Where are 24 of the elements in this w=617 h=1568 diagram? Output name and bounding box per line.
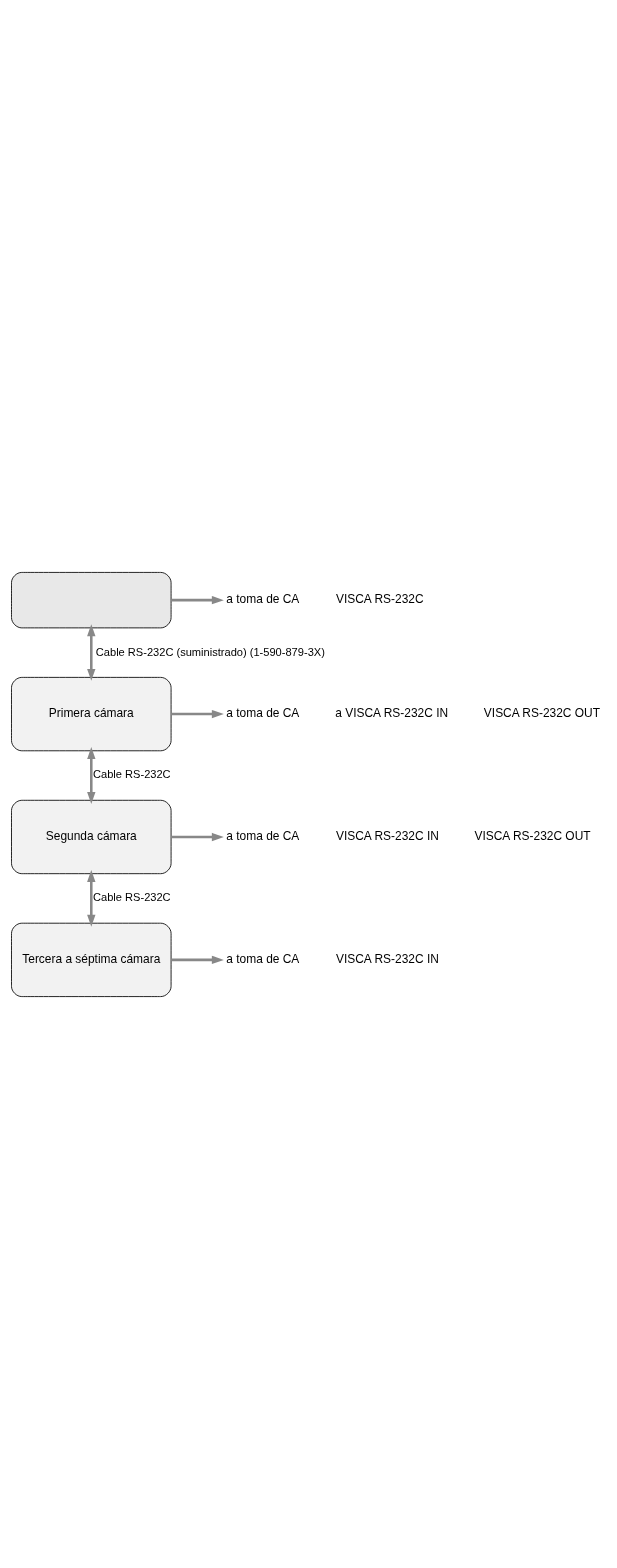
label: VISCA RS-232C IN bbox=[336, 951, 439, 966]
arrow bbox=[171, 709, 224, 718]
node-text: a toma de CA bbox=[226, 591, 300, 606]
label: a VISCA RS-232C IN bbox=[335, 705, 449, 720]
arrow bbox=[171, 832, 224, 841]
arrow bbox=[171, 955, 224, 964]
node-text: a toma de CA bbox=[226, 705, 300, 720]
arrow bbox=[87, 869, 96, 927]
label: VISCA RS-232C OUT bbox=[483, 705, 600, 720]
label: VISCA RS-232C IN bbox=[336, 828, 439, 843]
arrow bbox=[87, 623, 96, 681]
label: VISCA RS-232C OUT bbox=[474, 828, 591, 843]
label: VISCA RS-232C bbox=[335, 591, 424, 606]
node-text: a toma de CA bbox=[226, 951, 300, 966]
node-text: a toma de CA bbox=[226, 828, 300, 843]
node-box: Segunda cámara bbox=[11, 799, 172, 874]
edge-label: Cable RS-232C bbox=[93, 767, 171, 780]
edge-label: Cable RS-232C (suministrado) (1-590-879-3X) bbox=[95, 645, 325, 658]
node-box: Tercera a séptima cámara bbox=[11, 922, 172, 997]
node-box: Primera cámara bbox=[11, 676, 172, 751]
arrow bbox=[87, 746, 96, 804]
edge-label: Cable RS-232C bbox=[93, 890, 171, 903]
arrow bbox=[171, 595, 224, 604]
node-box bbox=[11, 571, 172, 628]
